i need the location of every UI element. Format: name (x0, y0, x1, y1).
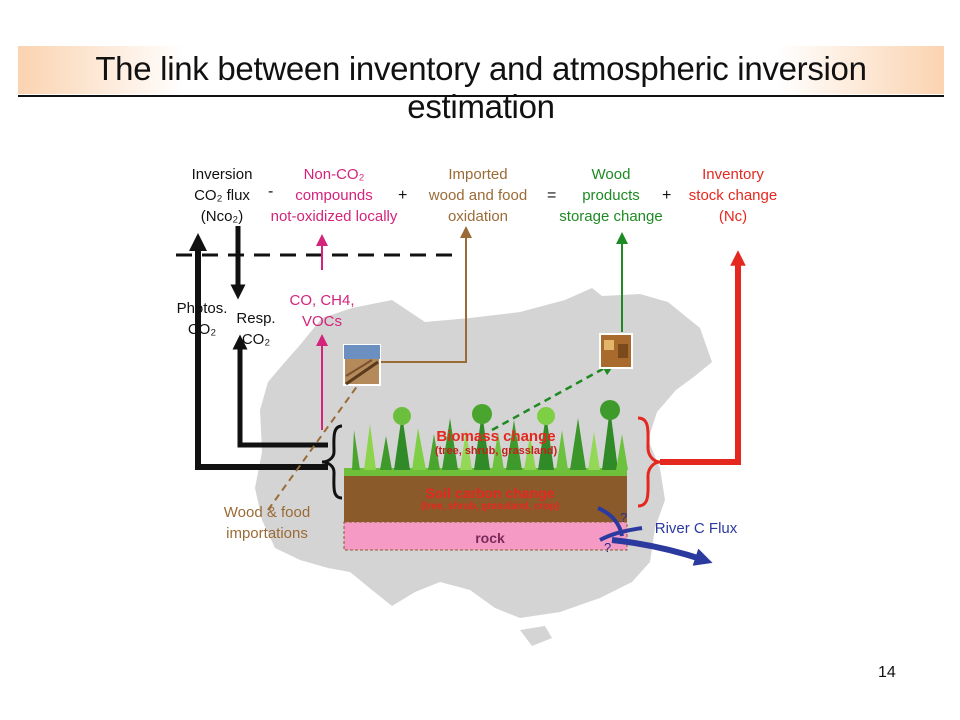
soil-band (344, 474, 627, 522)
logging-photo-icon (343, 344, 381, 386)
wood-products-label: Wood products storage change (559, 166, 663, 225)
plus-operator-1: + (398, 187, 408, 204)
minus-operator: - (268, 183, 274, 200)
equals-operator: = (547, 187, 557, 204)
page-title: The link between inventory and atmospher… (95, 50, 867, 125)
unknown-mark-1: ? (620, 510, 628, 525)
wood-furniture-photo-icon (599, 333, 633, 369)
wood-products-dashed-arrow (491, 361, 617, 432)
co-ch4-vocs-label: CO, CH4, VOCs (289, 292, 355, 330)
wood-food-importations-label: Wood & food importations (223, 504, 311, 542)
river-flux-branch (599, 526, 643, 542)
page-number: 14 (878, 664, 896, 681)
vegetation-plants (344, 400, 628, 476)
wood-import-dashed-line (267, 384, 359, 511)
river-c-flux-label: River C Flux (654, 520, 738, 537)
title-band (18, 46, 944, 94)
title-underline (18, 95, 944, 97)
inventory-stock-arrow (660, 250, 746, 465)
resp-co2-arrow-right (232, 334, 328, 448)
imported-oxidation-arrow (378, 226, 472, 363)
inventory-label: Inventory stock change (Nc) (688, 166, 778, 225)
non-co2-label: Non-CO₂ compounds not-oxidized locally (270, 166, 398, 225)
imported-label: Imported wood and food oxidation (428, 166, 528, 225)
resp-co2-label: Resp. CO₂ (236, 310, 276, 348)
soil-carbon-change-label: Soil carbon change (tree, shrub, grassla… (420, 485, 560, 512)
photos-co2-label: Photos. CO₂ (176, 300, 228, 338)
plus-operator-2: + (662, 187, 672, 204)
rock-label: rock (475, 530, 505, 546)
unknown-mark-2: ? (604, 540, 612, 555)
river-flux-arrow-main (611, 537, 713, 566)
left-bracket (321, 424, 343, 500)
biomass-change-label: Biomass change (tree, shrub, grassland) (434, 428, 558, 457)
rock-band (343, 521, 628, 551)
inversion-label: Inversion CO₂ flux (Nco₂) (191, 166, 253, 225)
photos-co2-arrow (189, 233, 328, 470)
hainan-island-shape (520, 626, 552, 646)
